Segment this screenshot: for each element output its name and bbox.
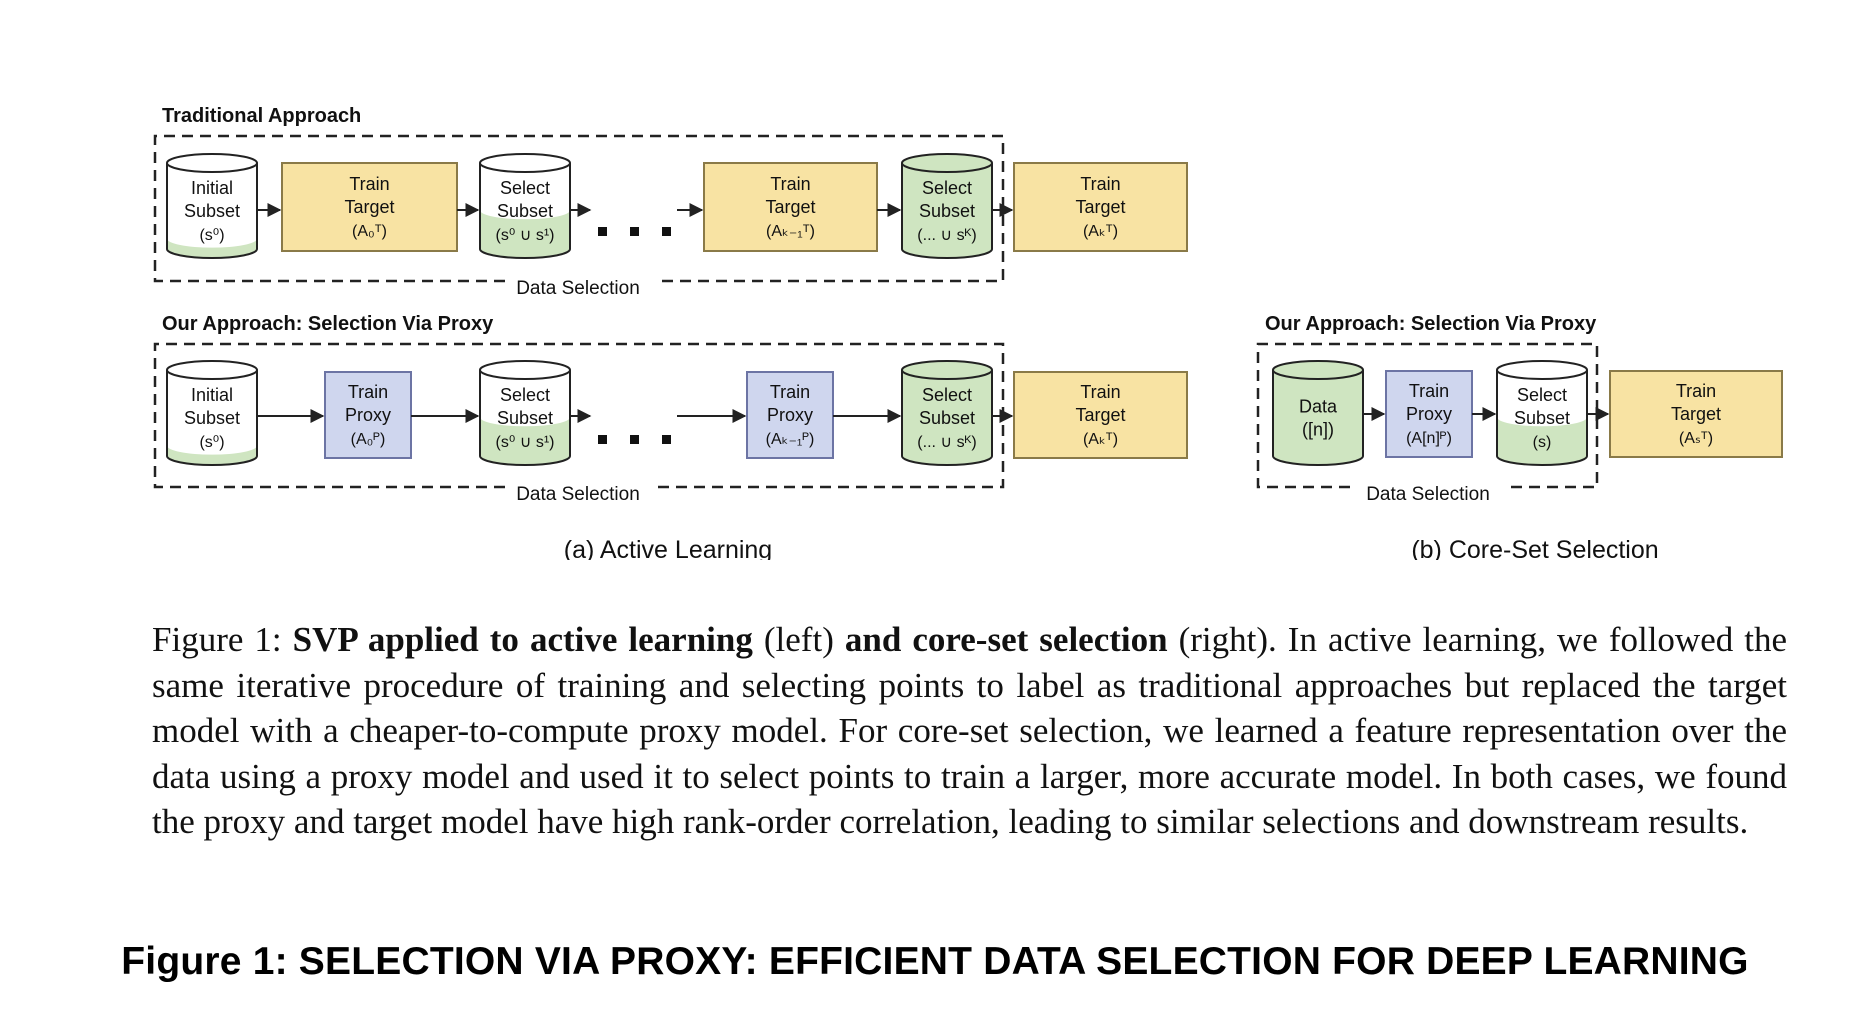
- svp-coreset-data-selection-box: [1256, 342, 1599, 489]
- svp-active-train-proxy-1-line-3: (A₀ᴾ): [351, 431, 386, 448]
- traditional-ellipsis-dot-3: [662, 227, 671, 236]
- traditional-select-subset-1-line-2: Subset: [497, 201, 553, 221]
- svp-active-train-proxy-2-line-3: (Aₖ₋₁ᴾ): [766, 431, 815, 448]
- svp-coreset-select-subset: [1496, 360, 1588, 466]
- traditional-train-target-final: [1013, 162, 1188, 252]
- traditional-ellipsis-dot-1: [598, 227, 607, 236]
- traditional-select-subset-2-line-1: Select: [922, 178, 972, 198]
- traditional-select-subset-1-line-3: (s⁰ ∪ s¹): [496, 227, 555, 244]
- svp-active-train-target-final-line-1: Train: [1080, 382, 1120, 402]
- traditional-title: Traditional Approach: [162, 105, 361, 127]
- traditional-data-selection-label: Data Selection: [516, 278, 640, 299]
- svp-coreset-train-target-line-1: Train: [1676, 381, 1716, 401]
- svp-active-train-target-final-line-3: (Aₖᵀ): [1083, 431, 1118, 448]
- svp-coreset-select-subset-line-2: Subset: [1514, 408, 1570, 428]
- svp-active-data-selection-box: [153, 342, 1005, 489]
- svp-active-data-selection-label: Data Selection: [516, 484, 640, 505]
- svp-active-initial-subset-line-1: Initial: [191, 385, 233, 405]
- svp-active-initial-subset-line-3: (s⁰): [199, 434, 224, 451]
- svp-active-ellipsis-dot-3: [662, 435, 671, 444]
- caption-text-1: (left): [752, 620, 845, 659]
- caption-bold-1: SVP applied to active learning: [292, 620, 753, 659]
- traditional-train-target-2-line-1: Train: [770, 174, 810, 194]
- caption-text-2: (right). In active learning, we followed…: [152, 620, 1788, 841]
- traditional-select-subset-1-line-1: Select: [500, 178, 550, 198]
- traditional-select-subset-2-line-2: Subset: [919, 201, 975, 221]
- traditional-train-target-2-line-2: Target: [765, 197, 815, 217]
- traditional-train-target-1: [281, 162, 458, 252]
- traditional-select-subset-2-line-3: (... ∪ sᴷ): [917, 227, 976, 244]
- figure-caption: Figure 1: SVP applied to active learning…: [152, 617, 1787, 845]
- svp-coreset-data-selection-label: Data Selection: [1366, 484, 1490, 505]
- svp-active-select-subset-2-line-2: Subset: [919, 408, 975, 428]
- traditional-train-target-final-line-2: Target: [1075, 197, 1125, 217]
- svp-active-select-subset-2-line-1: Select: [922, 385, 972, 405]
- traditional-initial-subset: [166, 153, 258, 259]
- svp-coreset-train-target-line-2: Target: [1671, 404, 1721, 424]
- svp-active-select-subset-2: [901, 360, 993, 466]
- svp-coreset-select-subset-line-1: Select: [1517, 385, 1567, 405]
- traditional-train-target-2-line-3: (Aₖ₋₁ᵀ): [766, 223, 815, 240]
- traditional-train-target-final-line-3: (Aₖᵀ): [1083, 223, 1118, 240]
- svp-active-train-target-final: [1013, 371, 1188, 459]
- traditional-train-target-1-line-1: Train: [349, 174, 389, 194]
- svp-active-train-proxy-1-line-1: Train: [348, 382, 388, 402]
- caption-bold-2: and core-set selection: [844, 620, 1168, 659]
- svp-active-title: Our Approach: Selection Via Proxy: [162, 313, 494, 335]
- svp-coreset-data: [1272, 360, 1364, 466]
- svp-active-train-proxy-1-line-2: Proxy: [345, 405, 391, 425]
- traditional-train-target-2: [703, 162, 878, 252]
- traditional-train-target-final-line-1: Train: [1080, 174, 1120, 194]
- svp-coreset-select-subset-line-3: (s): [1533, 434, 1552, 451]
- svp-active-select-subset-2-line-3: (... ∪ sᴷ): [917, 434, 976, 451]
- svp-active-train-target-final-line-2: Target: [1075, 405, 1125, 425]
- svp-coreset-train-proxy: [1385, 370, 1473, 458]
- svp-active-ellipsis-dot-1: [598, 435, 607, 444]
- svp-active-train-proxy-2-line-2: Proxy: [767, 405, 813, 425]
- svp-coreset-train-proxy-line-2: Proxy: [1406, 404, 1452, 424]
- caption-label: Figure 1:: [152, 620, 282, 659]
- traditional-ellipsis-dot-2: [630, 227, 639, 236]
- traditional-train-target-1-line-3: (A₀ᵀ): [352, 223, 387, 240]
- svp-coreset-train-proxy-line-3: (A[n]ᴾ): [1406, 430, 1452, 447]
- svp-active-select-subset-1-line-1: Select: [500, 385, 550, 405]
- svp-coreset-train-proxy-line-1: Train: [1409, 381, 1449, 401]
- svp-active-initial-subset: [166, 360, 258, 466]
- traditional-initial-subset-line-3: (s⁰): [199, 227, 224, 244]
- svp-active-train-proxy-1: [324, 371, 412, 459]
- svp-coreset-data-line-1: Data: [1299, 397, 1338, 417]
- traditional-select-subset-1: [479, 153, 571, 259]
- svp-active-select-subset-1: [479, 360, 571, 466]
- svp-active-ellipsis-dot-2: [630, 435, 639, 444]
- traditional-data-selection-box: [153, 134, 1005, 283]
- footer-title: Figure 1: SELECTION VIA PROXY: EFFICIENT…: [121, 940, 1749, 983]
- traditional-initial-subset-line-1: Initial: [191, 178, 233, 198]
- svp-active-initial-subset-line-2: Subset: [184, 408, 240, 428]
- svp-active-select-subset-1-line-2: Subset: [497, 408, 553, 428]
- svp-coreset-title: Our Approach: Selection Via Proxy: [1265, 313, 1597, 335]
- svp-coreset-train-target-line-3: (Aₛᵀ): [1679, 430, 1713, 447]
- traditional-initial-subset-line-2: Subset: [184, 201, 240, 221]
- caption-active-learning: (a) Active Learning: [564, 536, 772, 560]
- caption-core-set-selection: (b) Core-Set Selection: [1411, 536, 1658, 560]
- svp-coreset-data-line-2: ([n]): [1302, 420, 1334, 440]
- svp-active-train-proxy-2-line-1: Train: [770, 382, 810, 402]
- svp-active-select-subset-1-line-3: (s⁰ ∪ s¹): [496, 434, 555, 451]
- svp-coreset-train-target: [1609, 370, 1783, 458]
- traditional-train-target-1-line-2: Target: [344, 197, 394, 217]
- traditional-select-subset-2: [901, 153, 993, 259]
